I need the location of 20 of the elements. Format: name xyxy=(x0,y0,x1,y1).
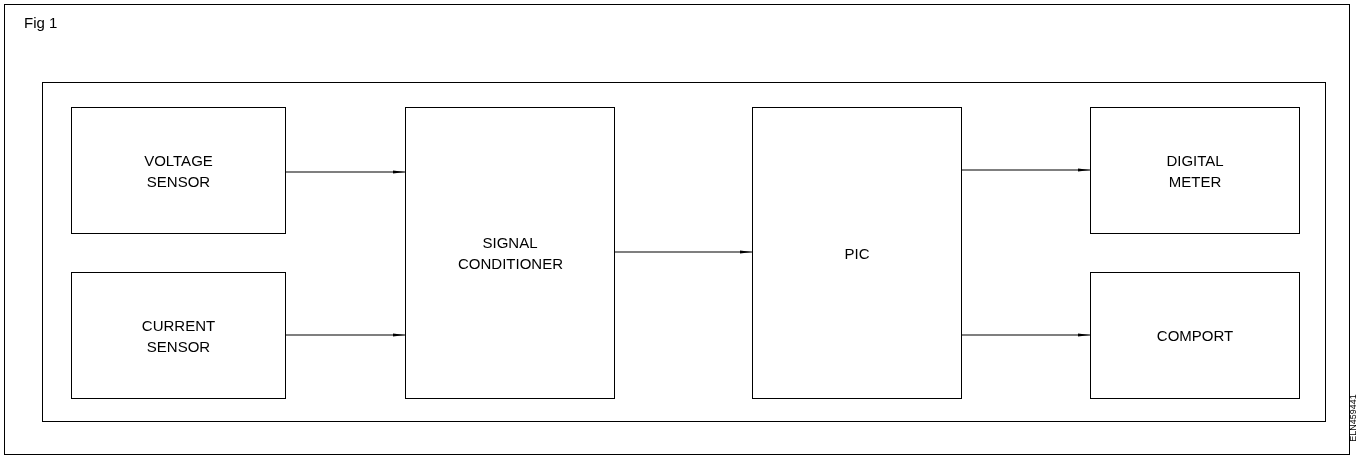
block-label: VOLTAGE SENSOR xyxy=(143,150,214,192)
block-label: CURRENT SENSOR xyxy=(140,315,217,357)
block-label: DIGITAL METER xyxy=(1165,150,1225,192)
figure-title: Fig 1 xyxy=(24,13,58,33)
arrow xyxy=(614,250,753,254)
block-label: COMPORT xyxy=(1155,326,1235,346)
block-label: PIC xyxy=(843,243,871,264)
block-label: SIGNAL CONDITIONER xyxy=(457,233,564,274)
block-box xyxy=(71,272,286,399)
block-box xyxy=(752,107,962,399)
arrow xyxy=(285,333,406,337)
block-box xyxy=(1090,272,1300,399)
frame-box xyxy=(42,82,1326,422)
block-box xyxy=(1090,107,1300,234)
block-box xyxy=(71,107,286,234)
arrow xyxy=(961,168,1091,172)
arrow xyxy=(285,170,406,174)
arrow xyxy=(961,333,1091,337)
figure-code: ELN459441 xyxy=(1348,393,1358,444)
block-box xyxy=(405,107,615,399)
